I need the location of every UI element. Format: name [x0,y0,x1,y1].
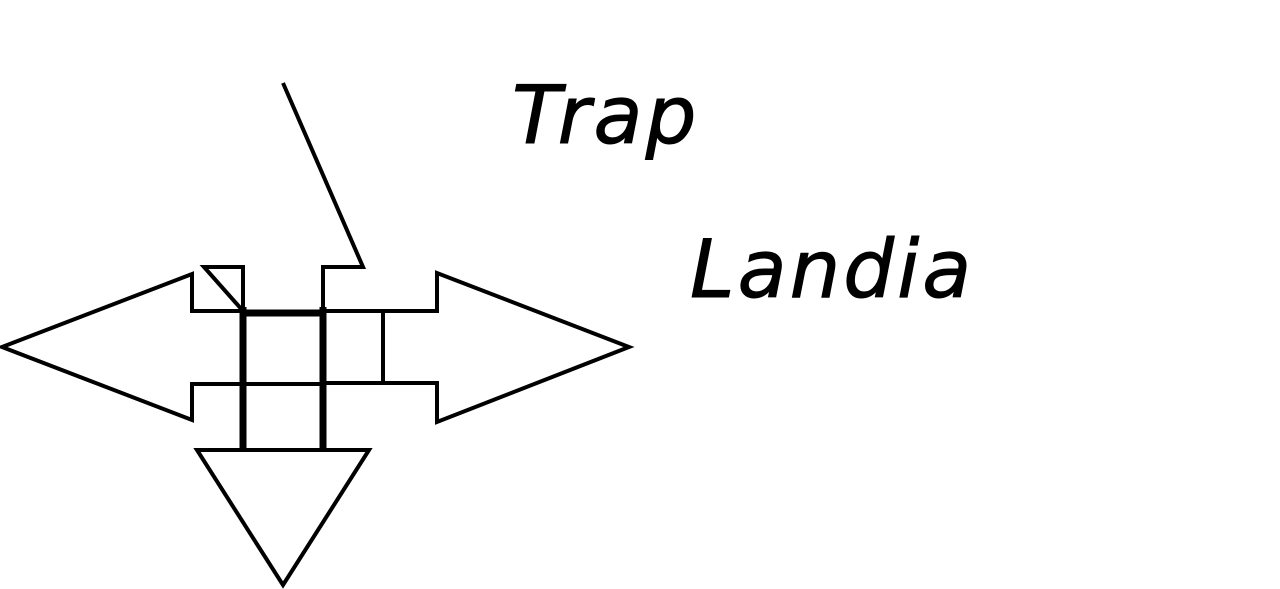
logo-title-trap: Trap [511,69,700,162]
arrow-right-icon [323,270,635,425]
arrow-down-icon [193,448,373,589]
arrow-left-icon [0,271,243,423]
arrow-up-icon [199,82,367,317]
logo-title-landia: Landia [689,223,975,316]
